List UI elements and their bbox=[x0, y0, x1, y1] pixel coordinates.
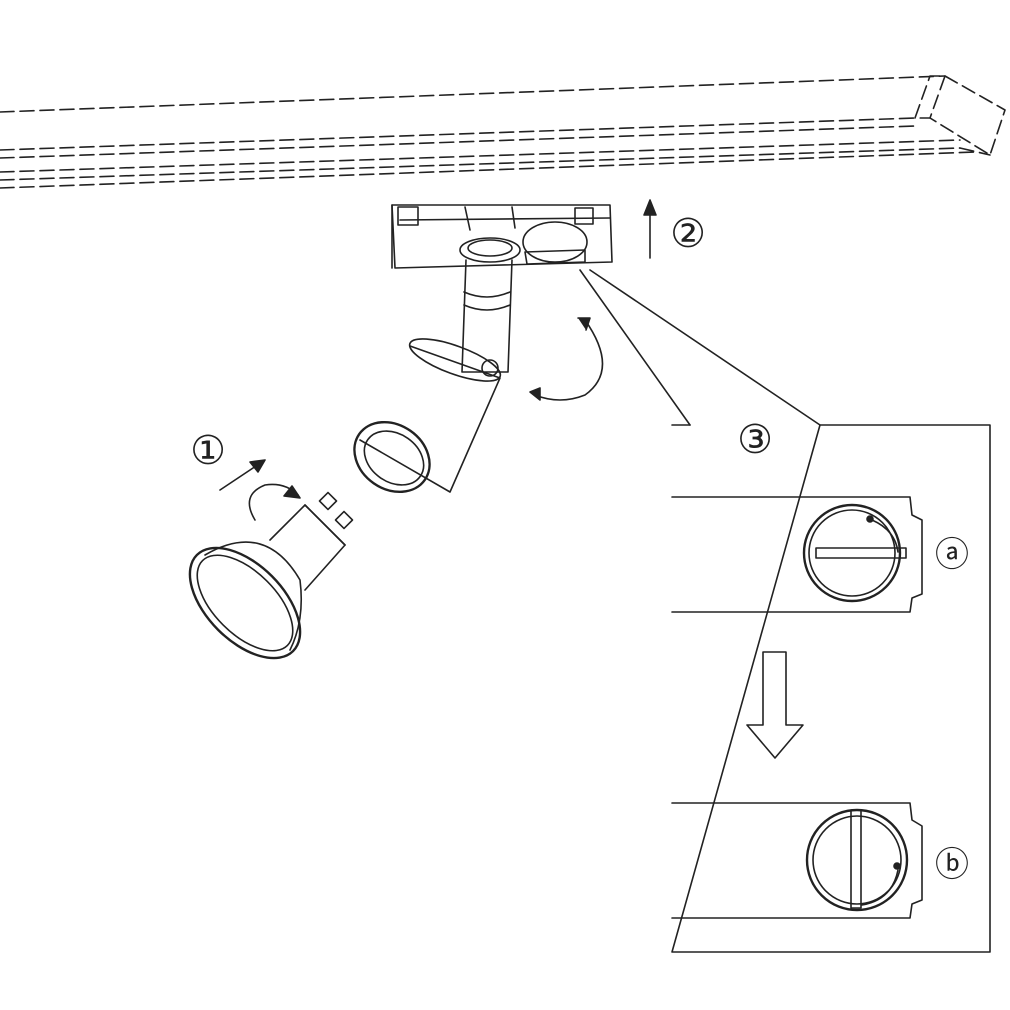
gu10-bulb bbox=[188, 491, 354, 660]
step-3-label: ③ bbox=[737, 417, 773, 463]
step-1-label: ① bbox=[190, 428, 226, 474]
step-2-label: ② bbox=[670, 211, 706, 257]
track-rail bbox=[0, 75, 1006, 189]
state-a-label: ⓐ bbox=[935, 535, 969, 575]
spotlight-stem bbox=[459, 237, 521, 377]
spotlight-body bbox=[353, 338, 502, 494]
push-up-arrow bbox=[643, 199, 657, 259]
callout-lines bbox=[579, 269, 821, 426]
bulb-arrows bbox=[219, 459, 301, 521]
track-adapter bbox=[391, 204, 613, 269]
state-b-label: ⓑ bbox=[935, 845, 969, 885]
rotation-arrows bbox=[529, 317, 604, 401]
detail-box bbox=[671, 424, 991, 953]
